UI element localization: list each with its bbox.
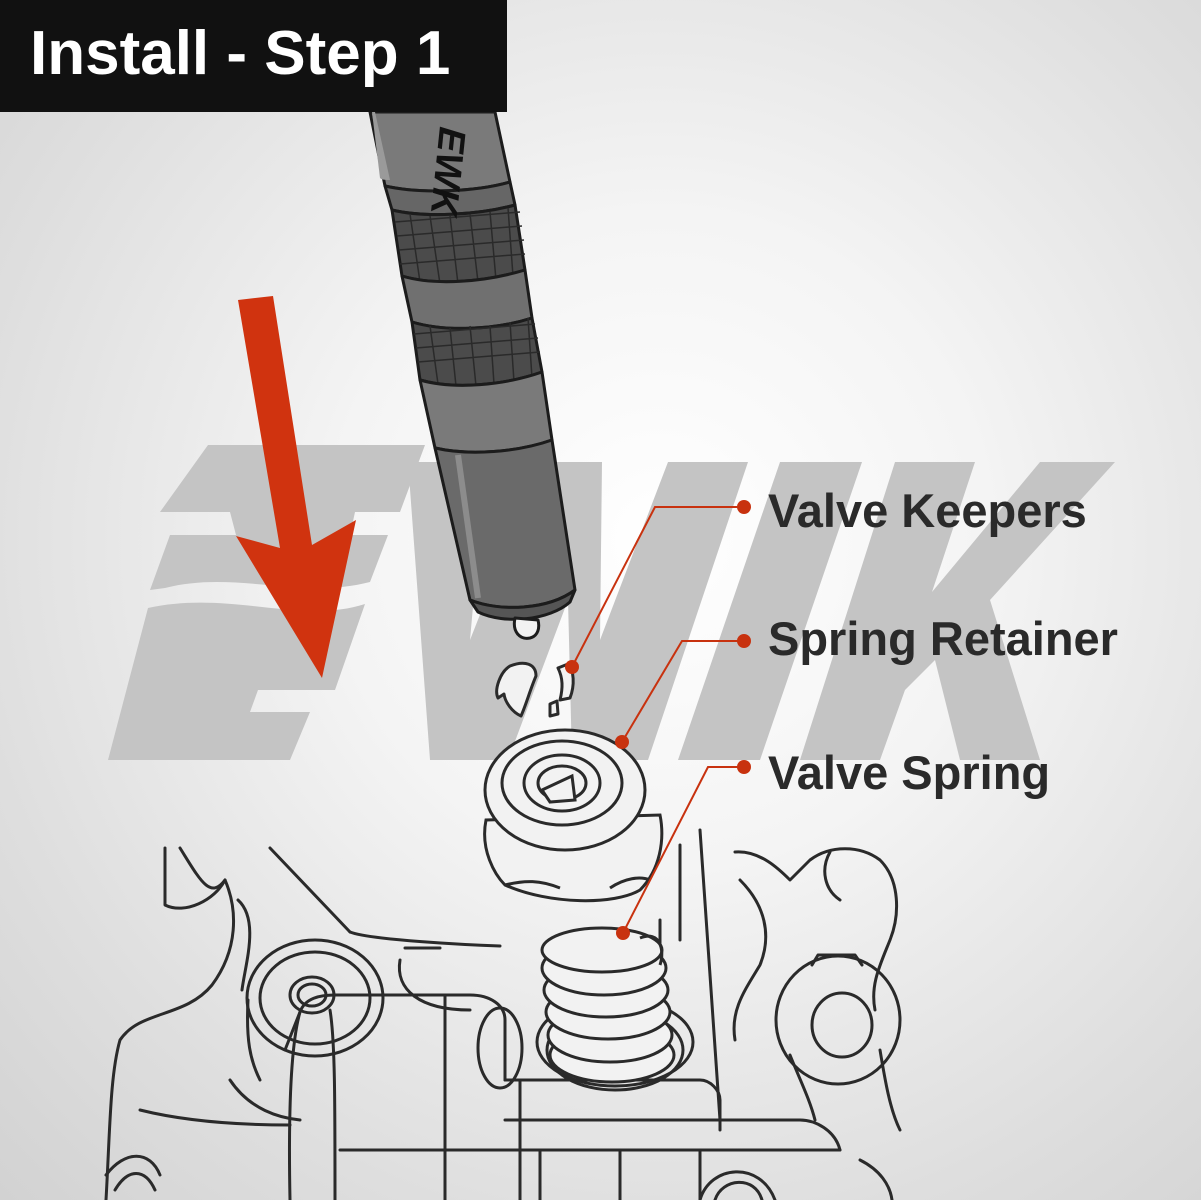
tool-brand-label: EWK	[422, 125, 473, 220]
down-arrow-icon	[236, 296, 356, 678]
watermark-logo	[108, 445, 1115, 760]
leader-lines	[571, 506, 744, 934]
watermark-letter-e	[108, 445, 425, 760]
label-valve-spring: Valve Spring	[768, 746, 1051, 799]
leader-dot	[616, 926, 630, 940]
leader-dot	[615, 735, 629, 749]
spring-retainer	[483, 728, 664, 903]
leader-dot	[737, 634, 751, 648]
watermark-letter-w	[408, 462, 748, 760]
leader-dot	[565, 660, 579, 674]
cylinder-head-outline	[104, 828, 902, 1200]
valve-spring	[540, 926, 676, 1084]
leader-line-spring-retainer	[621, 640, 744, 743]
leader-dot	[737, 500, 751, 514]
valve-keeper-left	[495, 661, 538, 718]
leader-dots	[565, 500, 751, 940]
installer-tool: EWK	[368, 110, 577, 640]
label-spring-retainer: Spring Retainer	[768, 612, 1118, 665]
watermark-letter-k	[800, 462, 1115, 760]
leader-dot	[737, 760, 751, 774]
label-valve-keepers: Valve Keepers	[768, 484, 1087, 537]
title-banner: Install - Step 1	[0, 0, 507, 112]
page-title: Install - Step 1	[30, 19, 451, 88]
watermark-letter-i	[678, 462, 862, 760]
leader-line-valve-keepers	[571, 506, 744, 668]
leader-line-valve-spring	[622, 766, 744, 934]
